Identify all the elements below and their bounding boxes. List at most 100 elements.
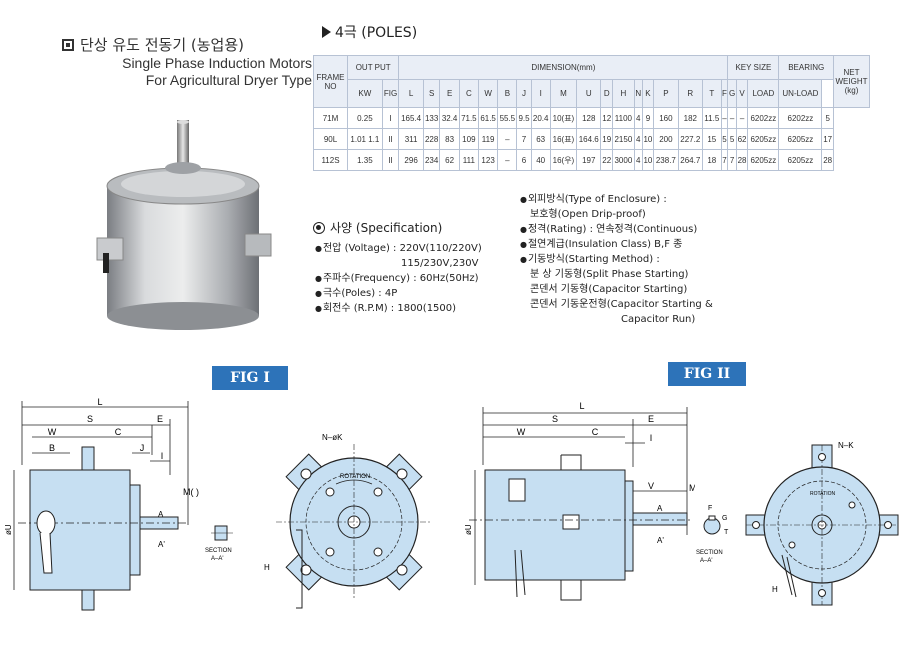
subheader-cell: P [653, 79, 679, 108]
title-english-line1: Single Phase Induction Motors [122, 55, 312, 71]
table-cell: 296 [398, 149, 424, 171]
table-cell: 165.4 [398, 107, 424, 129]
table-cell: 264.7 [677, 149, 704, 171]
table-cell: 227.2 [677, 128, 704, 150]
table-cell: 123 [477, 149, 499, 171]
motor-foot-right [244, 233, 272, 257]
svg-text:E: E [648, 414, 654, 424]
table-cell: 197 [576, 149, 602, 171]
svg-text:M( ): M( ) [689, 483, 695, 493]
svg-text:T: T [724, 529, 729, 536]
spec-list: 전압 (Voltage) : 220V(110/220V) 115/230V,2… [315, 241, 482, 316]
subheader-cell: W [477, 79, 499, 108]
svg-text:I: I [161, 451, 164, 461]
table-cell: 9.5 [516, 107, 532, 129]
table-cell: 6202zz [778, 107, 823, 129]
table-cell: 119 [477, 128, 499, 150]
table-cell: 63 [530, 128, 551, 150]
fig1-section: SECTION A–A' [205, 525, 233, 562]
table-cell: 83 [439, 128, 460, 150]
subheader-cell: R [677, 79, 704, 108]
table-cell: 16(우) [549, 149, 578, 171]
table-cell: 17 [821, 128, 834, 150]
svg-text:I: I [650, 433, 653, 443]
svg-text:SECTION: SECTION [696, 550, 723, 556]
table-cell: – [735, 107, 749, 129]
table-cell: – [497, 149, 518, 171]
table-cell: 6205zz [747, 128, 780, 150]
table-cell: 9 [641, 107, 655, 129]
table-cell: 3000 [611, 149, 635, 171]
fig2-shaft [632, 512, 688, 526]
table-cell: 111 [458, 149, 479, 171]
spec-rpm: 회전수 (R.P.M) : 1800(1500) [315, 301, 482, 316]
table-cell: 133 [422, 107, 441, 129]
th-bearing: BEARING [778, 55, 834, 80]
table-cell: 4 [633, 107, 643, 129]
subheader-cell: V [735, 79, 749, 108]
table-cell: 40 [530, 149, 551, 171]
subheader-cell: K [641, 79, 655, 108]
subheader-cell: LOAD [747, 79, 780, 108]
fig1-side-view: L S E W C B J I M( ) A A' øU [4, 397, 199, 611]
svg-text:ROTATION: ROTATION [810, 491, 835, 497]
table-cell: 112S [313, 149, 348, 171]
radio-bullet-icon [313, 222, 325, 234]
table-cell: 109 [458, 128, 479, 150]
table-cell: 15 [702, 128, 722, 150]
svg-text:F: F [708, 505, 712, 512]
table-cell: 228 [422, 128, 441, 150]
table-cell: 311 [398, 128, 424, 150]
svg-text:S: S [552, 414, 558, 424]
svg-text:A–A': A–A' [211, 556, 224, 562]
table-cell: 238.7 [653, 149, 679, 171]
fig1-end-view: ROTATION N–øK H [264, 433, 432, 609]
th-net-weight: NET WEIGHT (kg) [833, 55, 870, 108]
subheader-cell: F [720, 79, 729, 108]
fig2-side-view: L S E W C I V M( ) A A' øU [464, 401, 695, 601]
subheader-cell: M [549, 79, 578, 108]
table-cell: 5 [727, 128, 737, 150]
title-korean-text: 단상 유도 전동기 (농업용) [80, 36, 245, 54]
poles-label: 4극 (POLES) [322, 22, 417, 42]
subheader-cell: G [727, 79, 737, 108]
table-cell: 6 [516, 149, 532, 171]
table-cell: 7 [727, 149, 737, 171]
subheader-cell: FIG [381, 79, 400, 108]
table-cell: 62 [439, 149, 460, 171]
table-cell: 20.4 [530, 107, 551, 129]
feature-starting: 기동방식(Starting Method) : [520, 252, 713, 267]
subheader-cell: L [398, 79, 424, 108]
svg-text:S: S [87, 414, 93, 424]
spec-poles: 극수(Poles) : 4P [315, 286, 482, 301]
svg-text:C: C [592, 427, 599, 437]
table-cell: 128 [576, 107, 602, 129]
subheader-cell: B [497, 79, 518, 108]
table-cell: 61.5 [477, 107, 499, 129]
svg-text:E: E [157, 414, 163, 424]
table-cell: 1100 [611, 107, 635, 129]
feature-list: 외피방식(Type of Enclosure) : 보호형(Open Drip-… [520, 192, 713, 327]
subheader-cell: H [611, 79, 635, 108]
subheader-cell: KW [347, 79, 383, 108]
table-cell: 10(표) [549, 107, 578, 129]
table-cell: 28 [821, 149, 834, 171]
feature-starting-2: 분 상 기동형(Split Phase Starting) [530, 269, 689, 280]
table-cell: 6205zz [778, 149, 823, 171]
subheader-cell: N [633, 79, 643, 108]
table-cell: 5 [821, 107, 834, 129]
svg-text:ROTATION: ROTATION [340, 474, 370, 480]
table-cell: 55.5 [497, 107, 518, 129]
table-cell: 0.25 [347, 107, 383, 129]
subheader-cell: E [439, 79, 460, 108]
spec-voltage: 전압 (Voltage) : 220V(110/220V) [315, 241, 482, 256]
fig2-section: F G T SECTION A–A' [696, 505, 729, 564]
th-dimension: DIMENSION(mm) [398, 55, 729, 80]
spec-heading: 사양 (Specification) [313, 219, 442, 236]
table-cell: 12 [600, 107, 613, 129]
svg-text:V: V [648, 481, 654, 491]
feature-starting-5: Capacitor Run) [621, 314, 696, 325]
subheader-cell: D [600, 79, 613, 108]
subheader-cell: S [422, 79, 441, 108]
